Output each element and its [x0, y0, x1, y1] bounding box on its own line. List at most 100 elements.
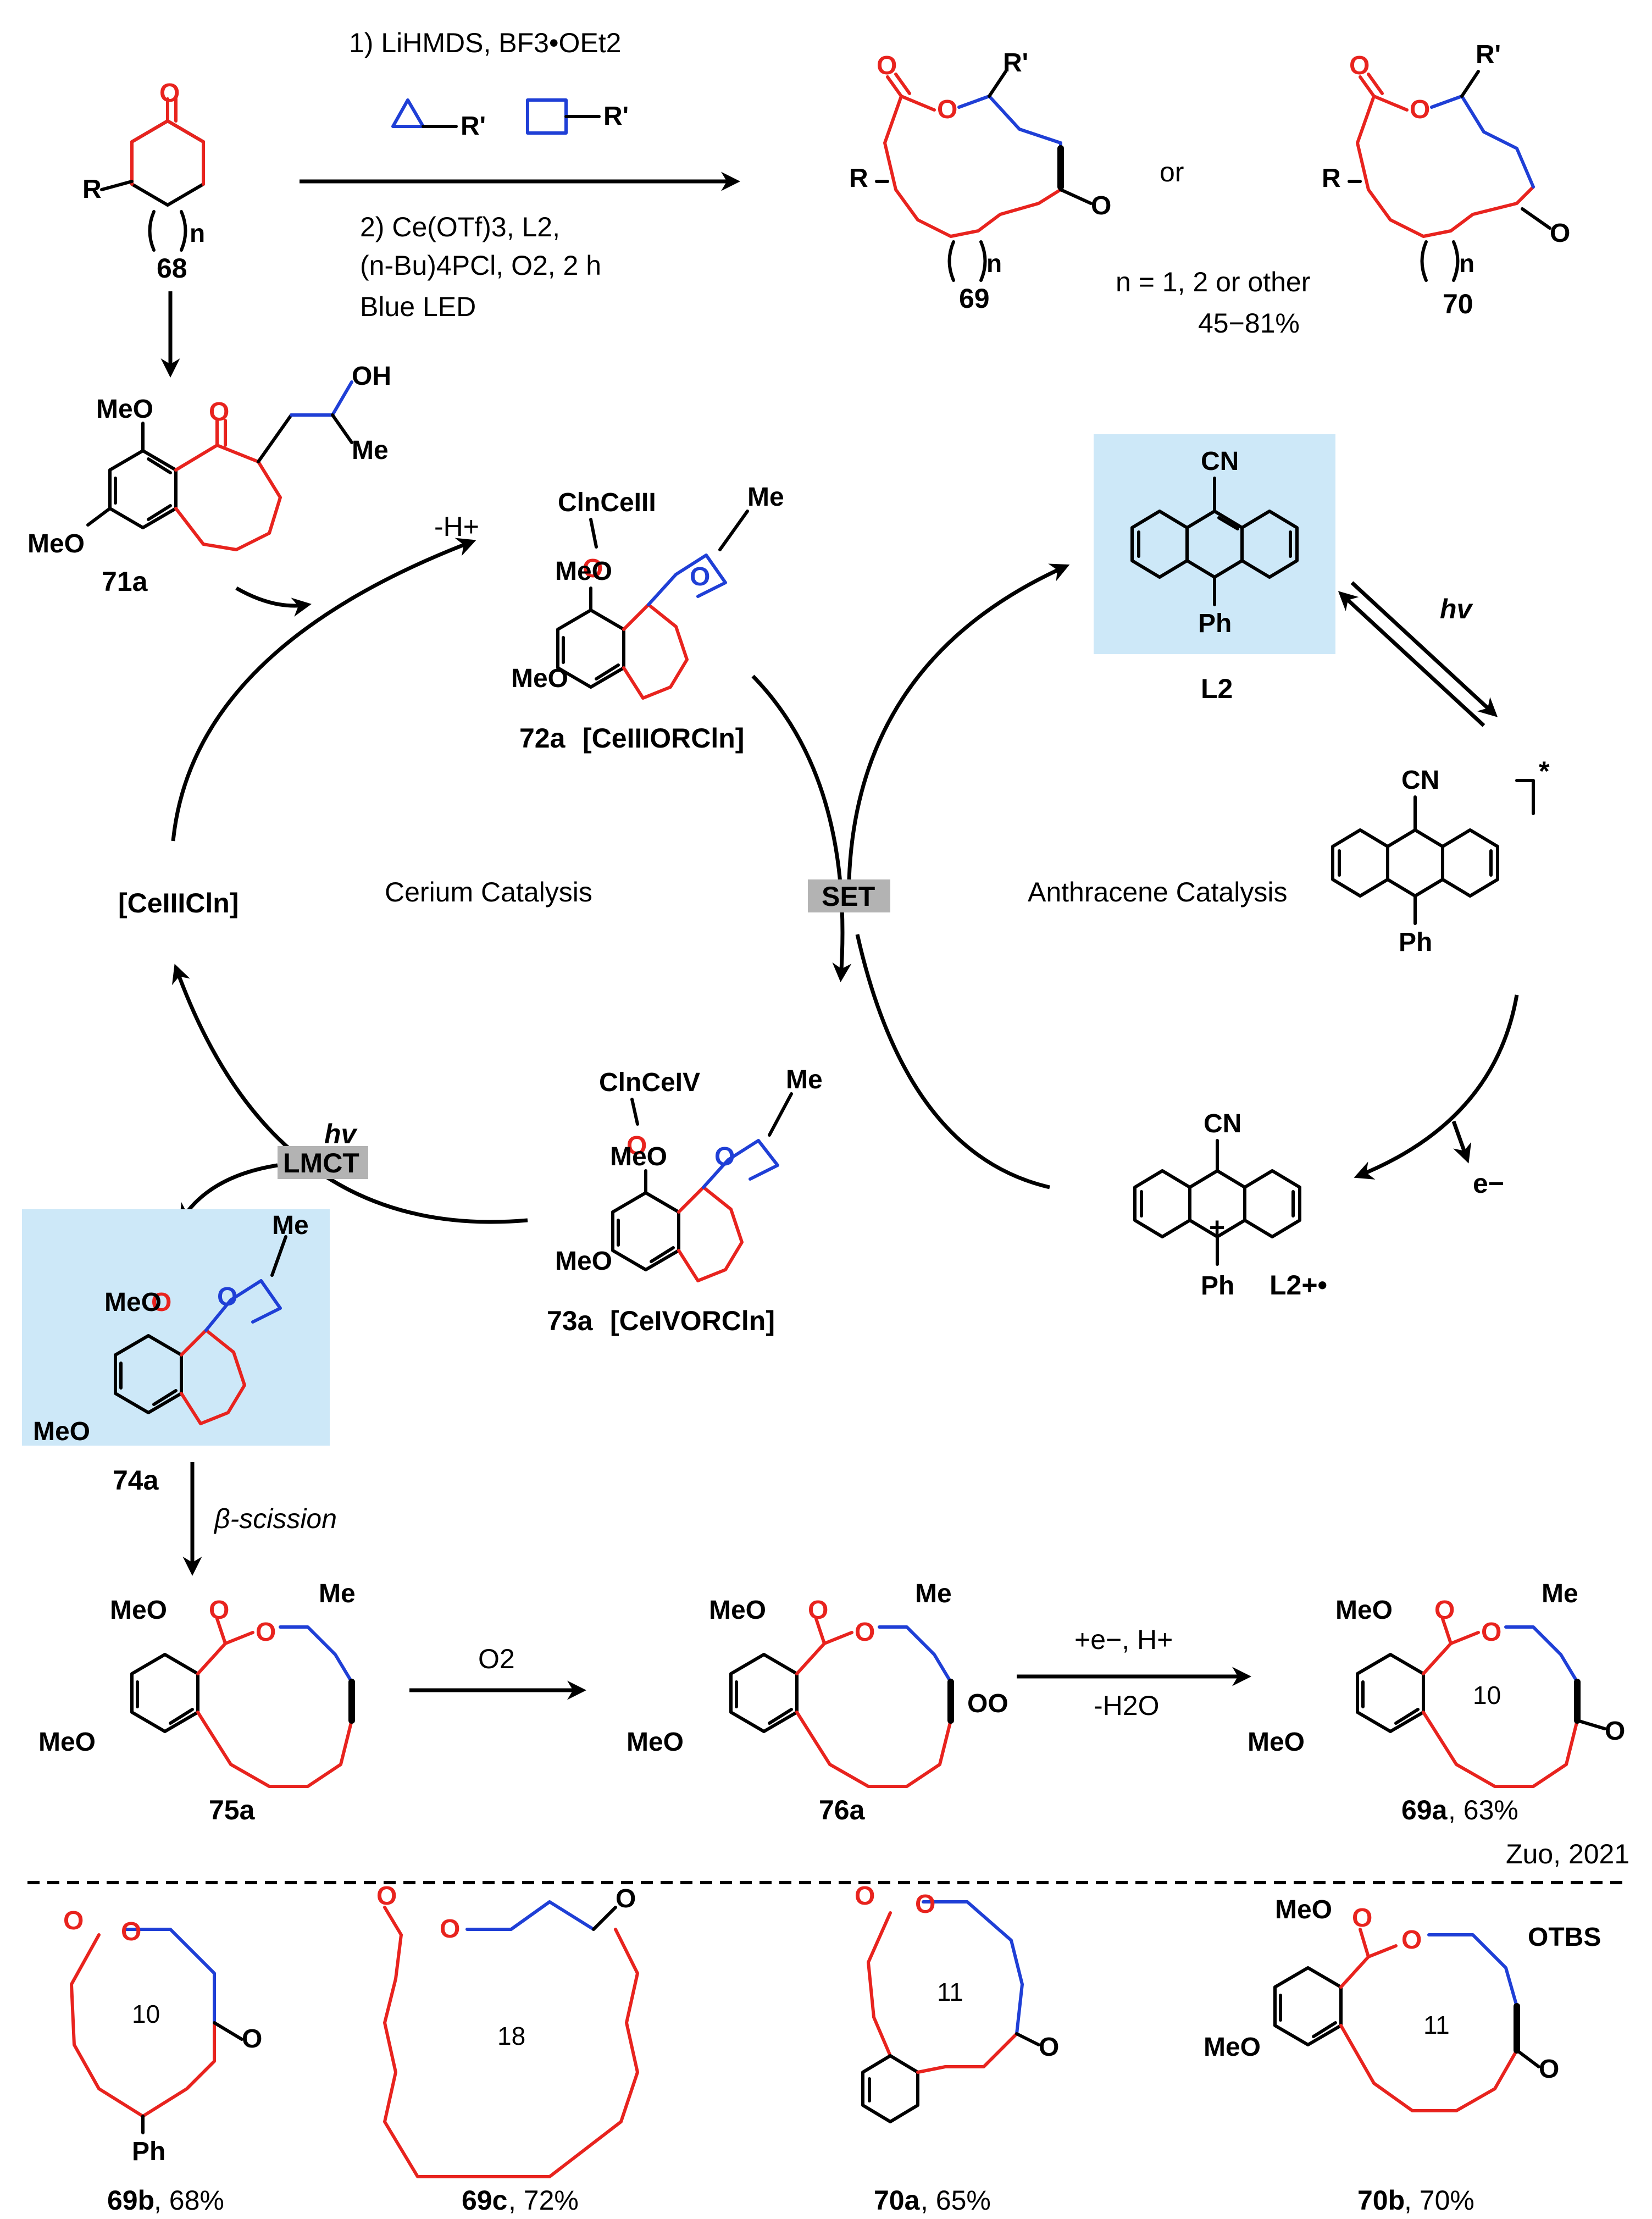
75a-me: Me — [319, 1579, 356, 1608]
l2-highlight-box — [1094, 434, 1335, 654]
yield-70b: , 70% — [1404, 2185, 1474, 2216]
condition-step1: 1) LiHMDS, BF3•OEt2 — [349, 27, 621, 58]
69a-me: Me — [1542, 1579, 1578, 1608]
76a-me: Me — [915, 1579, 952, 1608]
69b-ketone-o: O — [242, 2024, 262, 2054]
74a-highlight-box — [22, 1209, 330, 1446]
70a-ketone-o: O — [1039, 2033, 1059, 2062]
r-substituent: R — [82, 175, 102, 204]
reagents-step2: 2) Ce(OTf)3, L2, (n-Bu)4PCl, O2, 2 h Blu… — [360, 212, 601, 322]
70b-otbs: OTBS — [1528, 1923, 1601, 1952]
label-68: 68 — [157, 253, 187, 284]
label-76a: 76a — [819, 1795, 866, 1825]
69c-ring-o: O — [440, 1914, 460, 1944]
compound-73a: ClnCeIV O O Me MeO MeO 73a [CeIVORCln] — [547, 1065, 823, 1336]
74a-o-blue: O — [217, 1282, 237, 1312]
arrow-electron — [1451, 1120, 1472, 1164]
73a-o-blue: O — [714, 1142, 735, 1171]
arrow-set-reduction — [1354, 994, 1519, 1180]
lactone-ring-o-70: O — [1410, 95, 1430, 124]
74a-meo-bottom: MeO — [33, 1417, 90, 1446]
minus-h2o-label: -H2O — [1094, 1690, 1159, 1721]
yield-range: 45−81% — [1198, 308, 1300, 339]
69a-ring-o: O — [1481, 1618, 1501, 1647]
compound-69b: O O O 10 Ph 69b , 68% — [63, 1906, 262, 2216]
74a-meo-top: MeO — [104, 1288, 162, 1317]
o2-label: O2 — [478, 1644, 515, 1674]
arc-cerium-top — [171, 538, 476, 842]
70b-ketone-o: O — [1539, 2055, 1559, 2084]
71a-meo-top: MeO — [96, 395, 153, 424]
compound-69a: O O O Me 10 MeO MeO 69a , 63% — [1248, 1579, 1625, 1825]
71a-me: Me — [352, 436, 389, 465]
70b-meo-bottom: MeO — [1204, 2033, 1261, 2062]
69a-ring-size: 10 — [1473, 1681, 1501, 1709]
arc-anthracene-low — [855, 934, 1050, 1189]
cerium-catalysis-label: Cerium Catalysis — [385, 877, 592, 907]
70b-meo-top: MeO — [1275, 1895, 1332, 1924]
label-70: 70 — [1443, 289, 1473, 319]
72a-meo-top: MeO — [555, 557, 612, 586]
compound-70: O O R' O R n 70 — [1322, 40, 1570, 319]
n-69: n — [986, 249, 1002, 278]
arc-set-down — [751, 674, 852, 982]
69a-carbonyl-o: O — [1434, 1596, 1455, 1625]
74a-me: Me — [272, 1211, 309, 1240]
ketone-oxygen: O — [159, 79, 180, 108]
69a-meo-bottom: MeO — [1248, 1728, 1305, 1757]
compound-76a: O O Me OO MeO MeO 76a — [627, 1579, 1008, 1825]
70b-ring-o: O — [1401, 1925, 1422, 1955]
70b-carbonyl-o: O — [1352, 1903, 1372, 1933]
69b-ph: Ph — [132, 2137, 165, 2166]
reagents-step1: 1) LiHMDS, BF3•OEt2 R' R' — [349, 27, 629, 141]
73a-meo-bottom: MeO — [555, 1247, 612, 1276]
compound-75a: O O Me MeO MeO 75a — [38, 1579, 356, 1825]
lactone-carbonyl-o-70: O — [1349, 51, 1370, 80]
ketone-o-70: O — [1550, 219, 1570, 248]
label-70a: 70a — [874, 2185, 921, 2216]
l2rc-cn: CN — [1204, 1109, 1241, 1138]
75a-meo-top: MeO — [110, 1596, 167, 1625]
compound-l2-excited: CN Ph * — [1331, 756, 1550, 957]
l2-ph: Ph — [1198, 609, 1232, 638]
arrow-hv-forward — [1350, 581, 1498, 717]
76a-meo-bottom: MeO — [627, 1728, 684, 1757]
69c-ring-size: 18 — [497, 2022, 525, 2050]
or-text: or — [1160, 157, 1184, 187]
arrow-71a-entry — [235, 586, 312, 617]
compound-68: O R n 68 — [82, 79, 205, 284]
r-prime-70: R' — [1476, 40, 1501, 69]
n-index: n — [190, 219, 205, 247]
69a-ketone-o: O — [1605, 1717, 1625, 1746]
beta-scission-label: β-scission — [213, 1503, 337, 1534]
label-71a: 71a — [102, 566, 148, 597]
73a-o-red: O — [627, 1131, 647, 1160]
set-tag — [808, 879, 890, 912]
ce3-species: [CeIIICln] — [118, 888, 239, 918]
condition-step2-line3: Blue LED — [360, 291, 476, 322]
74a-o-red: O — [151, 1288, 171, 1317]
label-l2: L2 — [1201, 673, 1233, 704]
71a-meo-bottom: MeO — [27, 529, 85, 558]
72a-me: Me — [747, 483, 784, 512]
yield-70a: , 65% — [921, 2185, 991, 2216]
e-h-label: +e−, H+ — [1074, 1624, 1173, 1655]
r-69: R — [849, 164, 868, 193]
oxetane-r: R' — [603, 102, 629, 131]
formula-73a: [CeIVORCln] — [610, 1305, 775, 1336]
arrow-hv-back — [1338, 591, 1485, 727]
hv-lmct: hv — [324, 1119, 358, 1149]
minus-h: -H+ — [434, 511, 479, 542]
label-70b: 70b — [1357, 2185, 1405, 2216]
69c-carbonyl-o: O — [376, 1882, 397, 1911]
formula-72a: [CeIIIORCln] — [583, 723, 744, 754]
71a-oh: OH — [352, 362, 391, 391]
anthracene-catalysis-label: Anthracene Catalysis — [1028, 877, 1287, 907]
76a-ring-o: O — [855, 1618, 875, 1647]
n-note: n = 1, 2 or other — [1116, 267, 1310, 297]
l2-cn: CN — [1201, 447, 1239, 476]
70a-ring-size: 11 — [937, 1978, 963, 2006]
compound-70a: O O O 11 70a , 65% — [855, 1882, 1059, 2216]
69a-meo-top: MeO — [1335, 1596, 1393, 1625]
